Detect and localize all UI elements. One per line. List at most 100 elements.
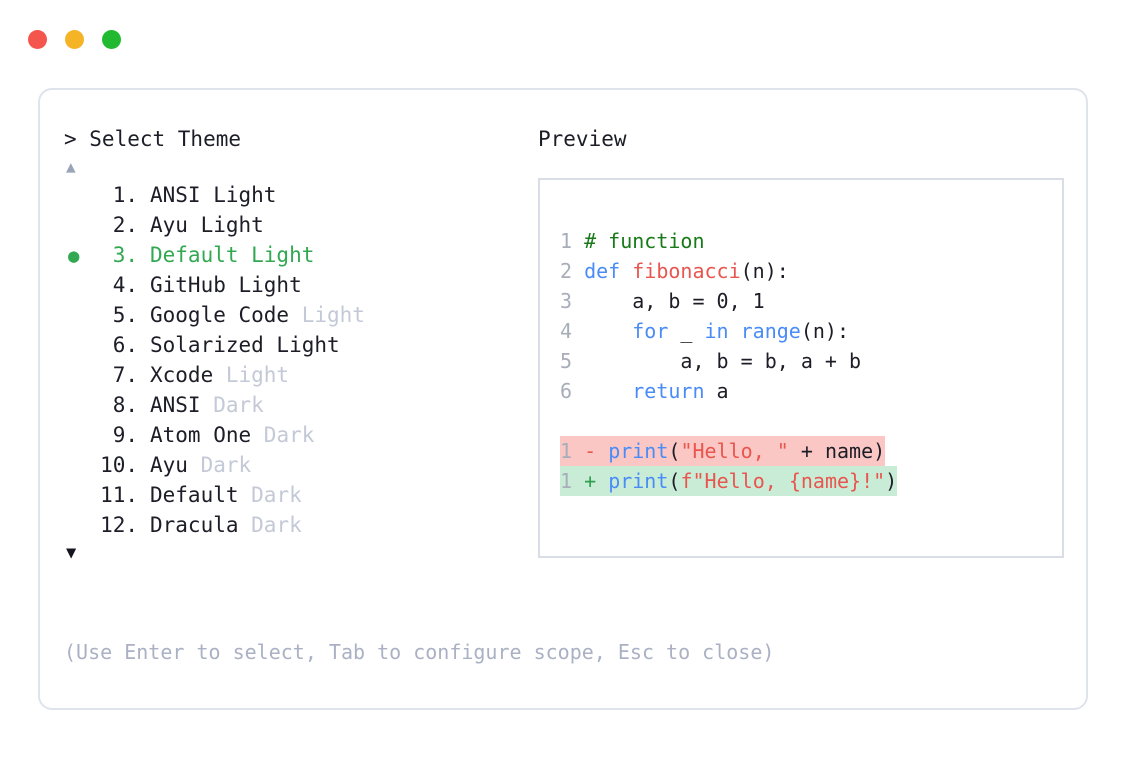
scroll-down-icon[interactable]: ▼: [66, 543, 77, 563]
theme-item-mode-tag: Light: [289, 303, 365, 327]
code-line: 1 # function: [560, 226, 1056, 256]
code-token-kw: for: [632, 319, 669, 343]
theme-picker-card: > Select Theme ▲ 1.ANSI Light 2. Ayu Light…: [38, 88, 1088, 710]
code-token-plain: (n):: [800, 319, 850, 343]
theme-item-basename: Default Light: [150, 243, 315, 267]
theme-list-item[interactable]: 10.Ayu Dark: [64, 450, 534, 480]
theme-list-item[interactable]: 11.Default Dark: [64, 480, 534, 510]
diff-sign: +: [584, 469, 597, 493]
diff-line-del: 1 - print("Hello, " + name): [560, 436, 886, 466]
theme-item-name: Atom One Dark: [138, 420, 314, 450]
code-token-kw: print: [608, 439, 669, 463]
preview-label: Preview: [538, 127, 627, 151]
theme-list-item[interactable]: 9.Atom One Dark: [64, 420, 534, 450]
line-number: 2: [560, 259, 573, 283]
code-token-str: "Hello, ": [680, 439, 789, 463]
line-number: 3: [560, 289, 573, 313]
code-token-plain: (: [668, 439, 681, 463]
theme-list-item[interactable]: 1.ANSI Light: [64, 180, 534, 210]
theme-item-basename: Solarized Light: [150, 333, 340, 357]
theme-item-basename: GitHub Light: [150, 273, 302, 297]
theme-item-mode-tag: Dark: [238, 513, 302, 537]
theme-item-basename: Atom One: [150, 423, 252, 447]
code-token-str: f"Hello, {name}!": [680, 469, 886, 493]
code-token-plain: a, b = 0, 1: [584, 289, 765, 313]
code-token-plain: (: [668, 469, 681, 493]
code-token-kw: print: [608, 469, 669, 493]
code-line: 4 for _ in range(n):: [560, 316, 1056, 346]
theme-item-number: 7.: [112, 363, 138, 387]
code-line: 3 a, b = 0, 1: [560, 286, 1056, 316]
theme-item-name: GitHub Light: [138, 270, 302, 300]
theme-item-name: Dracula Dark: [138, 510, 302, 540]
line-number: 1: [560, 439, 573, 463]
code-token-kw: def: [584, 259, 633, 283]
theme-item-basename: Xcode: [150, 363, 214, 387]
theme-list-item[interactable]: ●3.Default Light: [64, 240, 534, 270]
code-token-plain: a: [704, 379, 729, 403]
theme-list-item[interactable]: 5.Google Code Light: [64, 300, 534, 330]
theme-item-basename: ANSI Light: [150, 183, 277, 207]
theme-item-number: 9.: [112, 423, 138, 447]
scroll-up-icon[interactable]: ▲: [66, 157, 76, 176]
code-line: 6 return a: [560, 376, 1056, 406]
code-token-kw: in range: [704, 319, 801, 343]
theme-item-name: ANSI Light: [138, 180, 276, 210]
select-theme-prompt: > Select Theme: [64, 127, 242, 151]
theme-item-mode-tag: Dark: [251, 423, 315, 447]
diff-lines: 1 - print("Hello, " + name)1 + print(f"H…: [560, 436, 1056, 496]
theme-selector-panel: > Select Theme ▲ 1.ANSI Light 2. Ayu Light…: [64, 124, 534, 566]
theme-item-basename: Dracula: [150, 513, 239, 537]
theme-item-number: 3.: [112, 243, 138, 267]
theme-list-item[interactable]: 4. GitHub Light: [64, 270, 534, 300]
theme-item-name: Default Light: [138, 240, 314, 270]
diff-line-add: 1 + print(f"Hello, {name}!"): [560, 466, 898, 496]
code-token-plain: [584, 379, 632, 403]
theme-item-number: 5.: [112, 303, 138, 327]
theme-item-name: Ayu Light: [138, 210, 264, 240]
code-token-plain: a, b = b, a + b: [584, 349, 862, 373]
theme-item-number: 10.: [100, 453, 138, 477]
theme-item-basename: Ayu: [150, 453, 188, 477]
theme-item-name: Ayu Dark: [138, 450, 251, 480]
code-line: 2 def fibonacci(n):: [560, 256, 1056, 286]
line-number: 6: [560, 379, 573, 403]
diff-sign: -: [584, 439, 597, 463]
theme-item-name: Xcode Light: [138, 360, 289, 390]
code-line: 5 a, b = b, a + b: [560, 346, 1056, 376]
theme-item-number: 4.: [112, 273, 138, 297]
theme-item-name: ANSI Dark: [138, 390, 264, 420]
code-token-plain: ): [885, 469, 898, 493]
theme-item-mode-tag: Dark: [200, 393, 264, 417]
theme-list-item[interactable]: 6. Solarized Light: [64, 330, 534, 360]
maximize-button[interactable]: [102, 30, 121, 49]
theme-item-mode-tag: Dark: [187, 453, 252, 477]
theme-item-basename: ANSI: [150, 393, 201, 417]
theme-item-name: Google Code Light: [138, 300, 365, 330]
theme-item-basename: Ayu Light: [150, 213, 264, 237]
code-token-plain: (n):: [740, 259, 789, 283]
line-number: 1: [560, 469, 573, 493]
theme-item-number: 2.: [112, 213, 138, 237]
theme-list-item[interactable]: 12.Dracula Dark: [64, 510, 534, 540]
keyboard-hint: (Use Enter to select, Tab to configure s…: [64, 640, 775, 664]
code-token-fn: fibonacci: [632, 259, 741, 283]
close-button[interactable]: [28, 30, 47, 49]
theme-list-item[interactable]: 7.Xcode Light: [64, 360, 534, 390]
code-token-plain: _: [668, 319, 705, 343]
code-token-kw: return: [632, 379, 705, 403]
window-titlebar: [28, 30, 121, 49]
theme-list-item[interactable]: 8.ANSI Dark: [64, 390, 534, 420]
theme-item-basename: Google Code: [150, 303, 290, 327]
theme-item-number: 6.: [112, 333, 138, 357]
theme-list-item[interactable]: 2. Ayu Light: [64, 210, 534, 240]
line-number: 1: [560, 229, 573, 253]
code-token-plain: [584, 319, 632, 343]
minimize-button[interactable]: [65, 30, 84, 49]
theme-item-number: 8.: [112, 393, 138, 417]
theme-item-mode-tag: Light: [213, 363, 290, 387]
